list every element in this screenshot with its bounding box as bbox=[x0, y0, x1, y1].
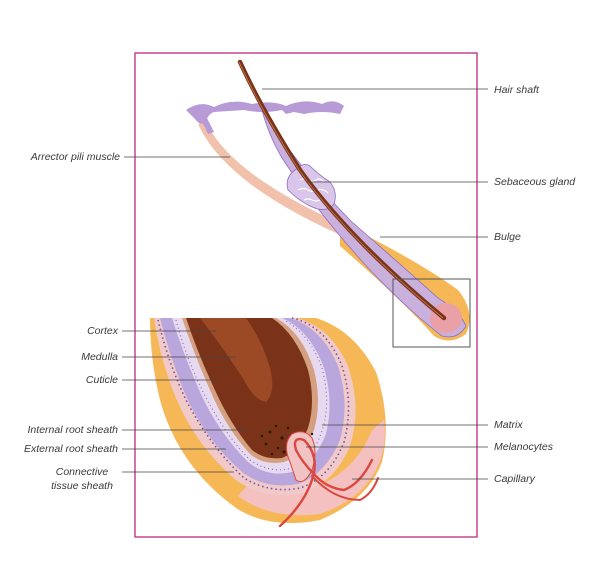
capillary-vessel bbox=[278, 437, 374, 528]
label-melanocytes: Melanocytes bbox=[494, 441, 553, 453]
label-hair-shaft: Hair shaft bbox=[494, 84, 539, 96]
epidermis-surface bbox=[186, 101, 344, 124]
label-capillary: Capillary bbox=[494, 473, 535, 485]
zoom-box bbox=[392, 278, 471, 348]
label-external-root-sheath: External root sheath bbox=[24, 443, 118, 455]
label-matrix: Matrix bbox=[494, 419, 523, 431]
root-sheath-band bbox=[261, 109, 467, 338]
label-sebaceous-gland: Sebaceous gland bbox=[494, 176, 576, 188]
label-cortex: Cortex bbox=[87, 325, 118, 337]
sheath-dots-outer bbox=[157, 317, 350, 491]
upper-hair-shaft bbox=[237, 59, 447, 321]
epidermis-drop bbox=[196, 112, 214, 134]
medulla-layer bbox=[200, 318, 273, 402]
capillary-branch bbox=[311, 475, 379, 502]
label-connective-line1: Connective bbox=[55, 466, 109, 478]
frame-border bbox=[134, 52, 478, 538]
label-bulge: Bulge bbox=[494, 231, 521, 243]
label-connective-line2: tissue sheath bbox=[51, 480, 113, 492]
label-internal-root-sheath: Internal root sheath bbox=[27, 424, 118, 436]
label-arrector-pili-muscle: Arrector pili muscle bbox=[30, 151, 120, 163]
upper-hair-shaft-highlight bbox=[238, 61, 444, 319]
label-medulla: Medulla bbox=[81, 351, 118, 363]
label-cuticle: Cuticle bbox=[85, 374, 118, 386]
